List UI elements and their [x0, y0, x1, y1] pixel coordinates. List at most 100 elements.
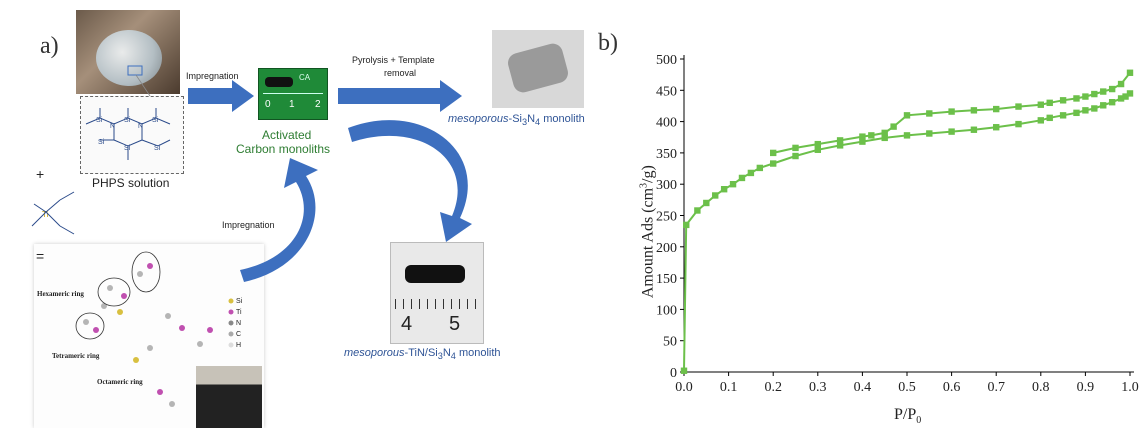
y-tick-label: 400: [656, 116, 677, 131]
y-tick-label: 100: [656, 303, 677, 318]
top-ring-circle: [131, 251, 161, 293]
data-point: [683, 221, 690, 229]
data-point: [1100, 102, 1107, 109]
svg-text:N: N: [110, 123, 115, 130]
data-point: [694, 207, 701, 214]
data-point: [738, 174, 746, 182]
svg-text:Si: Si: [124, 145, 131, 152]
data-point: [814, 146, 821, 153]
ruler-1: 1: [289, 99, 295, 110]
data-point: [680, 367, 688, 374]
data-point: [1046, 99, 1053, 107]
data-point: [1091, 105, 1098, 112]
ruler-5: 5: [449, 313, 461, 335]
y-tick-label: 450: [656, 84, 677, 99]
tin-photo: 4 5: [390, 242, 484, 344]
data-point: [1091, 90, 1098, 98]
data-point: [1117, 80, 1125, 88]
data-point: [993, 124, 1000, 131]
data-point: [859, 138, 866, 145]
data-point: [756, 164, 764, 172]
data-point: [970, 107, 978, 114]
data-point: [814, 140, 821, 148]
legend-ti: Ti: [236, 309, 242, 316]
data-point: [703, 199, 710, 207]
data-point: [1059, 112, 1067, 119]
data-point: [1117, 95, 1125, 102]
data-point: [926, 130, 933, 137]
y-tick-label: 500: [656, 53, 677, 68]
legend-n: N: [236, 320, 242, 327]
data-point: [859, 133, 866, 140]
tin-caption: mesoporous-TiN/Si3N4 monolith: [344, 347, 501, 362]
activated-label-1: Activated: [262, 128, 312, 142]
y-tick-label: 200: [656, 241, 677, 256]
ti-label: Ti: [42, 210, 49, 219]
y-tick-label: 250: [656, 210, 677, 225]
data-point: [993, 105, 1000, 113]
legend-si: Si: [236, 298, 243, 305]
data-point: [881, 129, 888, 137]
phps-molecule: [85, 108, 171, 160]
svg-text:Si: Si: [154, 145, 161, 152]
data-point: [1082, 107, 1089, 114]
y-tick-label: 150: [656, 272, 677, 287]
data-point: [890, 123, 897, 130]
pyrolysis-label: Pyrolysis + Template: [352, 55, 435, 65]
data-point: [712, 192, 719, 199]
data-point: [868, 132, 875, 139]
data-point: [903, 112, 911, 119]
data-point: [836, 137, 844, 144]
arrow-impregnation: [188, 80, 254, 112]
ti-amine-molecule: [31, 191, 75, 235]
data-point: [970, 126, 978, 133]
data-point: [1037, 101, 1044, 108]
x-tick-label: 1.0: [1121, 380, 1139, 395]
octameric-label: Octameric ring: [97, 378, 143, 386]
molecule-cluster: [83, 263, 213, 407]
impregnation-label-bottom: Impregnation: [222, 220, 275, 230]
data-point: [1046, 114, 1053, 122]
data-point: [881, 134, 888, 142]
svg-text:Si: Si: [96, 117, 103, 124]
data-point: [770, 160, 777, 167]
tetrameric-label: Tetrameric ring: [52, 352, 100, 360]
si3n4-caption: mesoporous-Si3N4 monolith: [448, 113, 585, 128]
ruler-2: 2: [315, 99, 321, 110]
x-tick-label: 0.7: [987, 380, 1005, 395]
curved-arrow-tin: [348, 120, 472, 242]
carbon-monolith-photo: CA 0 1 2: [258, 68, 328, 120]
data-point: [1015, 103, 1022, 110]
plus-sign: +: [36, 166, 45, 182]
data-point: [1037, 117, 1044, 124]
x-tick-label: 0.2: [764, 380, 782, 395]
legend-c: C: [236, 331, 242, 338]
data-point: [1073, 109, 1080, 117]
x-tick-label: 0.0: [675, 380, 693, 395]
data-point: [926, 110, 933, 117]
data-point: [720, 186, 728, 193]
data-point: [948, 108, 955, 115]
x-tick-label: 0.4: [854, 380, 872, 395]
data-point: [1126, 69, 1134, 76]
legend-h: H: [236, 342, 242, 349]
hexameric-label: Hexameric ring: [37, 290, 84, 298]
data-point: [792, 144, 799, 152]
equals-sign: =: [36, 248, 45, 264]
data-point: [1082, 93, 1089, 100]
ruler-4: 4: [401, 313, 413, 335]
ruler-ca-label: CA: [299, 73, 311, 82]
y-tick-label: 350: [656, 147, 677, 162]
x-axis-label: P/P0: [894, 406, 922, 427]
x-tick-label: 0.9: [1077, 380, 1095, 395]
chart-marks: [680, 69, 1134, 374]
data-point: [1100, 88, 1107, 95]
data-point: [747, 169, 755, 177]
data-point: [836, 142, 844, 149]
phps-label: PHPS solution: [92, 176, 170, 190]
hexameric-ring-circle: [97, 277, 131, 307]
jar-photo: [196, 366, 262, 428]
